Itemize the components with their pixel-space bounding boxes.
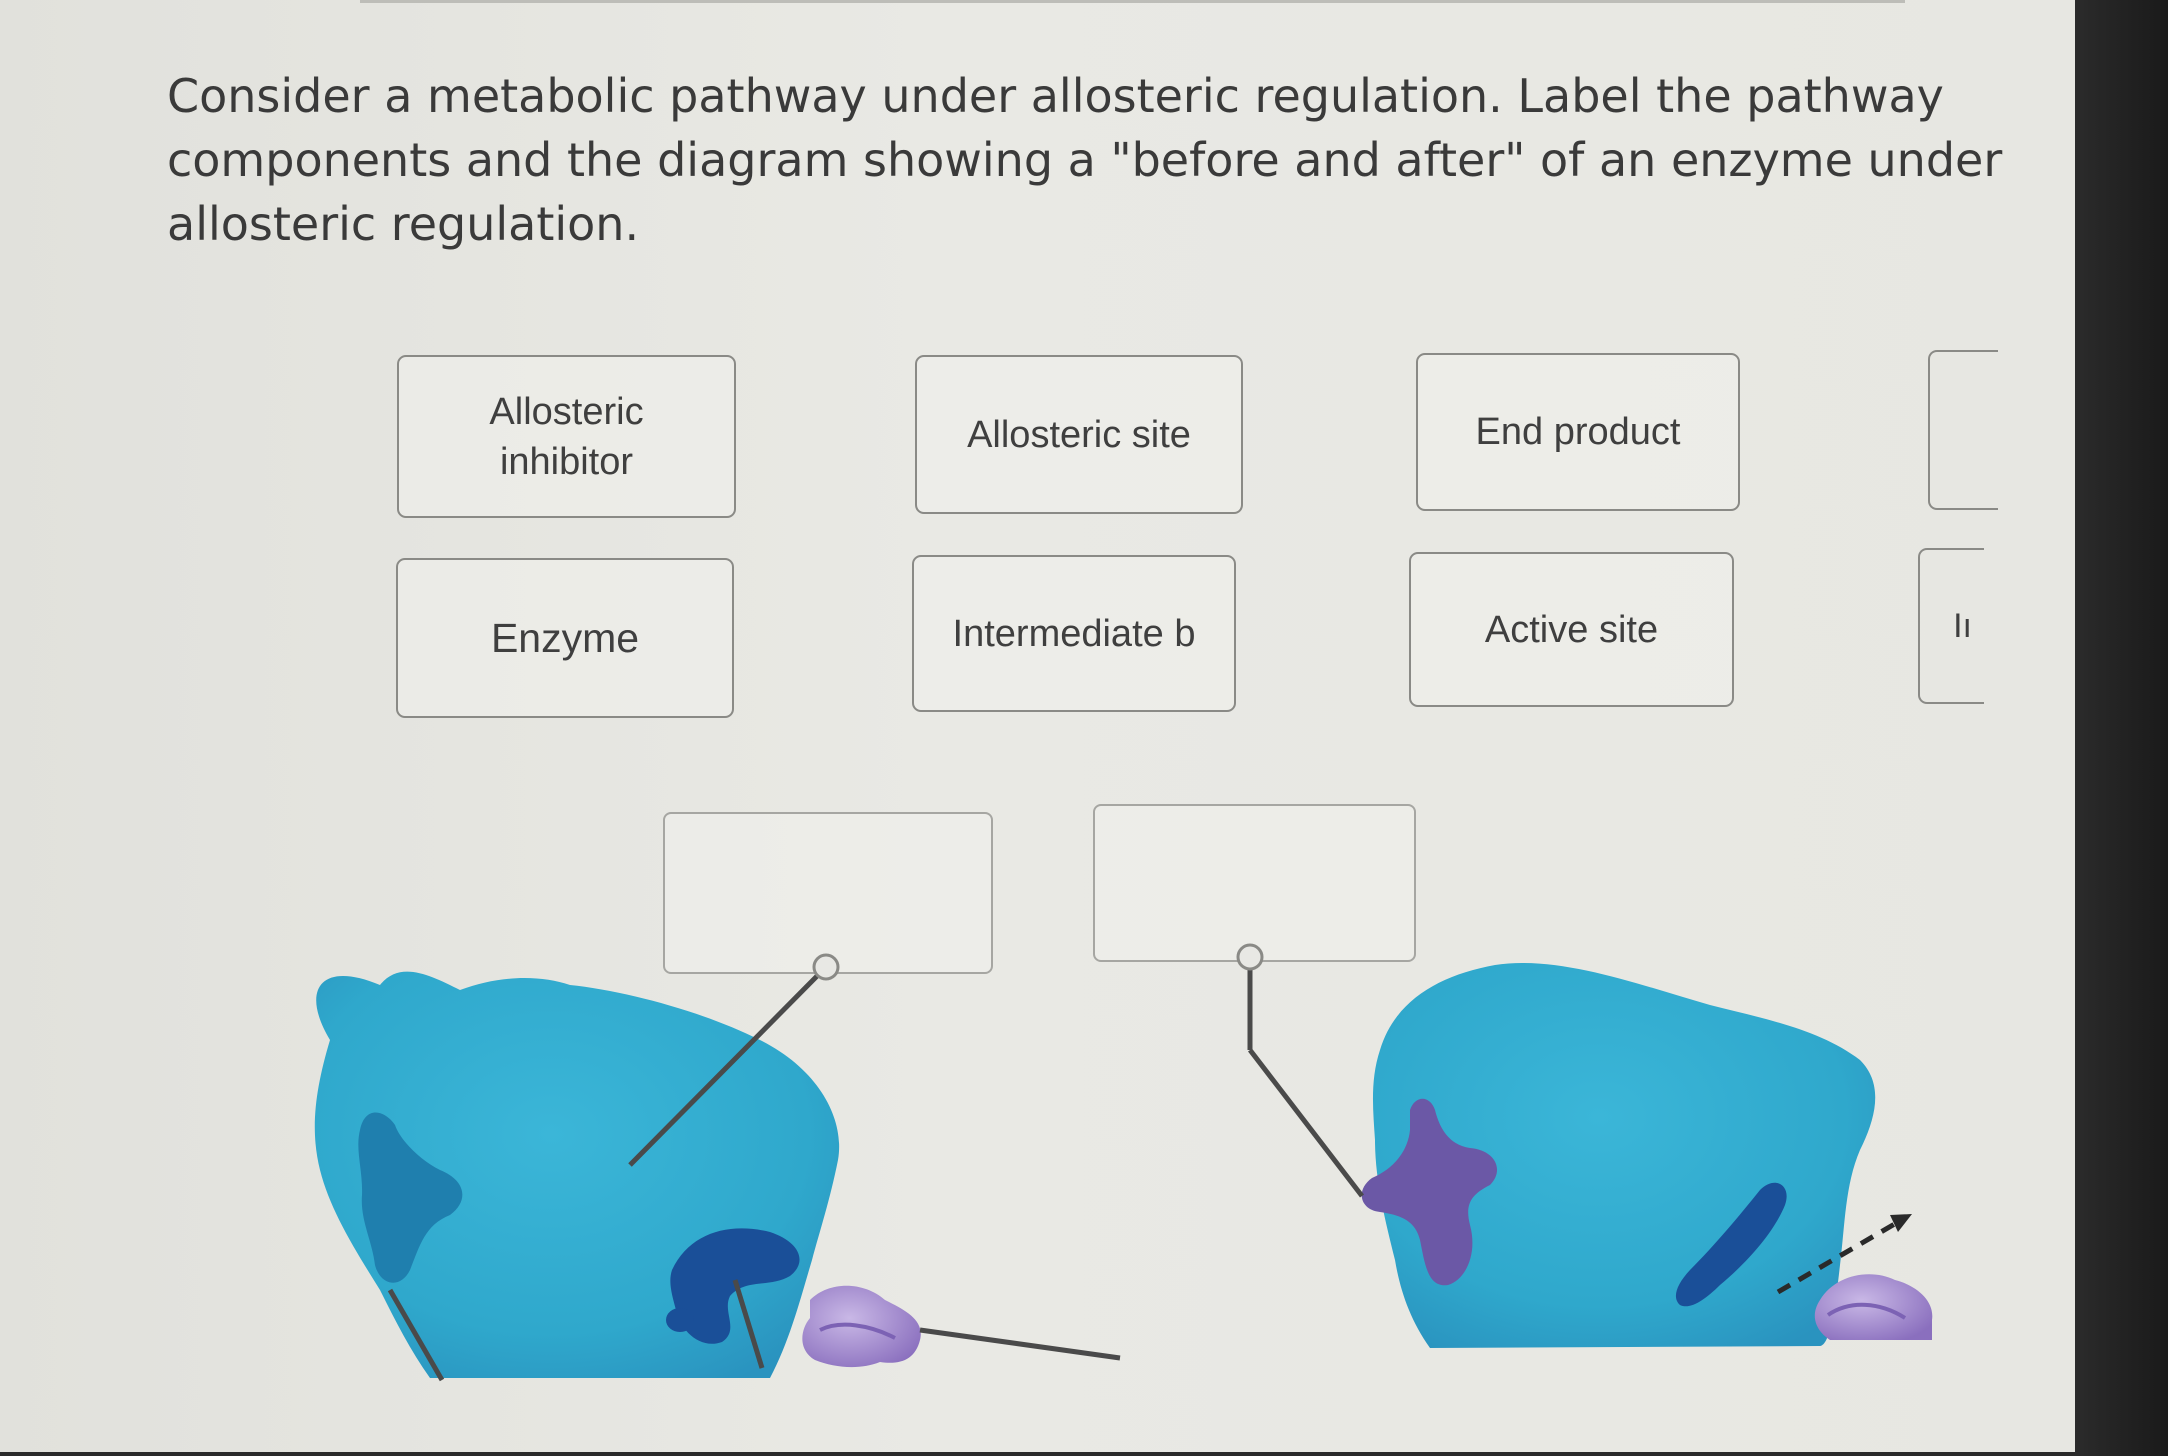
label-intermediate-b[interactable]: Intermediate b — [912, 555, 1236, 712]
label-active-site[interactable]: Active site — [1409, 552, 1734, 707]
allosteric-inhibitor-bound — [1361, 1098, 1498, 1286]
leader-lines — [387, 957, 1364, 1382]
label-text: Enzyme — [490, 615, 640, 661]
label-partial-text: Iı — [1953, 606, 1972, 645]
label-text: Intermediate b — [952, 612, 1196, 655]
question-text: Consider a metabolic pathway under allos… — [167, 69, 2003, 251]
label-allosteric-site[interactable]: Allosteric site — [915, 355, 1243, 514]
allosteric-site-before — [358, 1112, 463, 1283]
label-allosteric-inhibitor[interactable]: Allosteric inhibitor — [397, 355, 736, 518]
label-text: Active site — [1484, 608, 1659, 651]
active-site-after — [1675, 1182, 1787, 1307]
monitor-bezel-bottom — [0, 1452, 2075, 1456]
label-text: End product — [1475, 411, 1681, 453]
active-site-before-dot — [666, 1308, 694, 1332]
label-text: Allosteric site — [967, 413, 1191, 456]
label-partial-top[interactable] — [1928, 350, 1998, 510]
allosteric-diagram — [314, 943, 1933, 1382]
label-partial-bottom[interactable]: Iı — [1918, 548, 1984, 704]
drop-zone-right-pin — [1236, 943, 1264, 971]
label-end-product[interactable]: End product — [1416, 353, 1740, 511]
label-text-line1: Allosteric — [489, 390, 644, 433]
drop-zone-left-pin — [812, 953, 840, 981]
drop-zone-left[interactable] — [663, 812, 993, 974]
label-text-line2: inhibitor — [499, 440, 634, 483]
monitor-bezel-right — [2075, 0, 2168, 1456]
label-enzyme[interactable]: Enzyme — [396, 558, 734, 718]
top-divider — [360, 0, 1905, 3]
